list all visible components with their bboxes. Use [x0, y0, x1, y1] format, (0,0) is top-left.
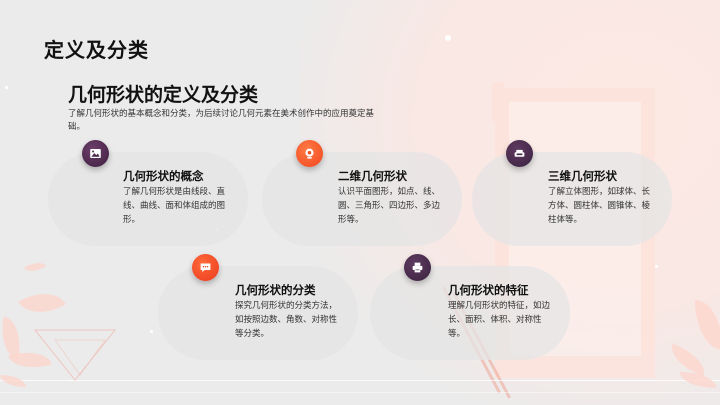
sparkle-dot — [445, 35, 451, 41]
section-description: 了解几何形状的基本概念和分类，为后续讨论几何元素在美术创作中的应用奠定基础。 — [68, 109, 375, 132]
card-badge — [506, 140, 533, 167]
card-badge — [296, 140, 323, 167]
webcam-icon — [305, 148, 314, 159]
sparkle-dot — [5, 86, 8, 89]
card-text: 了解立体图形，如球体、长方体、圆柱体、圆锥体、棱柱体等。 — [548, 187, 651, 225]
card-background — [472, 152, 672, 246]
leaf-decoration — [23, 257, 47, 277]
divider-line — [0, 392, 720, 393]
card-background — [48, 152, 248, 246]
sparkle-dot — [150, 330, 153, 333]
card-background — [262, 152, 462, 246]
card-background — [370, 266, 570, 360]
printer-icon — [412, 262, 423, 273]
chat-bubble-icon — [200, 263, 211, 272]
card-text: 理解几何形状的特征，如边长、面积、体积、对称性等。 — [448, 301, 551, 339]
card-badge — [82, 140, 109, 167]
card-background — [158, 266, 358, 360]
card-text: 探究几何形状的分类方法，如按照边数、角数、对称性等分类。 — [235, 301, 338, 339]
leaf-decoration — [0, 375, 26, 387]
sofa-icon — [514, 149, 525, 157]
card-text: 认识平面图形，如点、线、圆、三角形、四边形、多边形等。 — [338, 187, 441, 225]
divider-line — [0, 380, 720, 381]
triangle-outline-decoration — [33, 329, 117, 381]
leaf-decoration — [18, 281, 66, 325]
image-icon — [90, 149, 101, 158]
section-title: 几何形状的定义及分类 — [68, 84, 259, 106]
card-title: 几何形状的特征 — [448, 283, 529, 297]
sparkle-dot — [655, 265, 658, 268]
slide-title: 定义及分类 — [44, 38, 149, 62]
card-title: 二维几何形状 — [338, 169, 407, 183]
card-title: 几何形状的概念 — [123, 169, 204, 183]
card-badge — [404, 254, 431, 281]
card-text: 了解几何形状是由线段、直线、曲线、面和体组成的图形。 — [123, 187, 226, 225]
card-title: 三维几何形状 — [548, 169, 617, 183]
card-title: 几何形状的分类 — [235, 283, 316, 297]
card-badge — [192, 254, 219, 281]
